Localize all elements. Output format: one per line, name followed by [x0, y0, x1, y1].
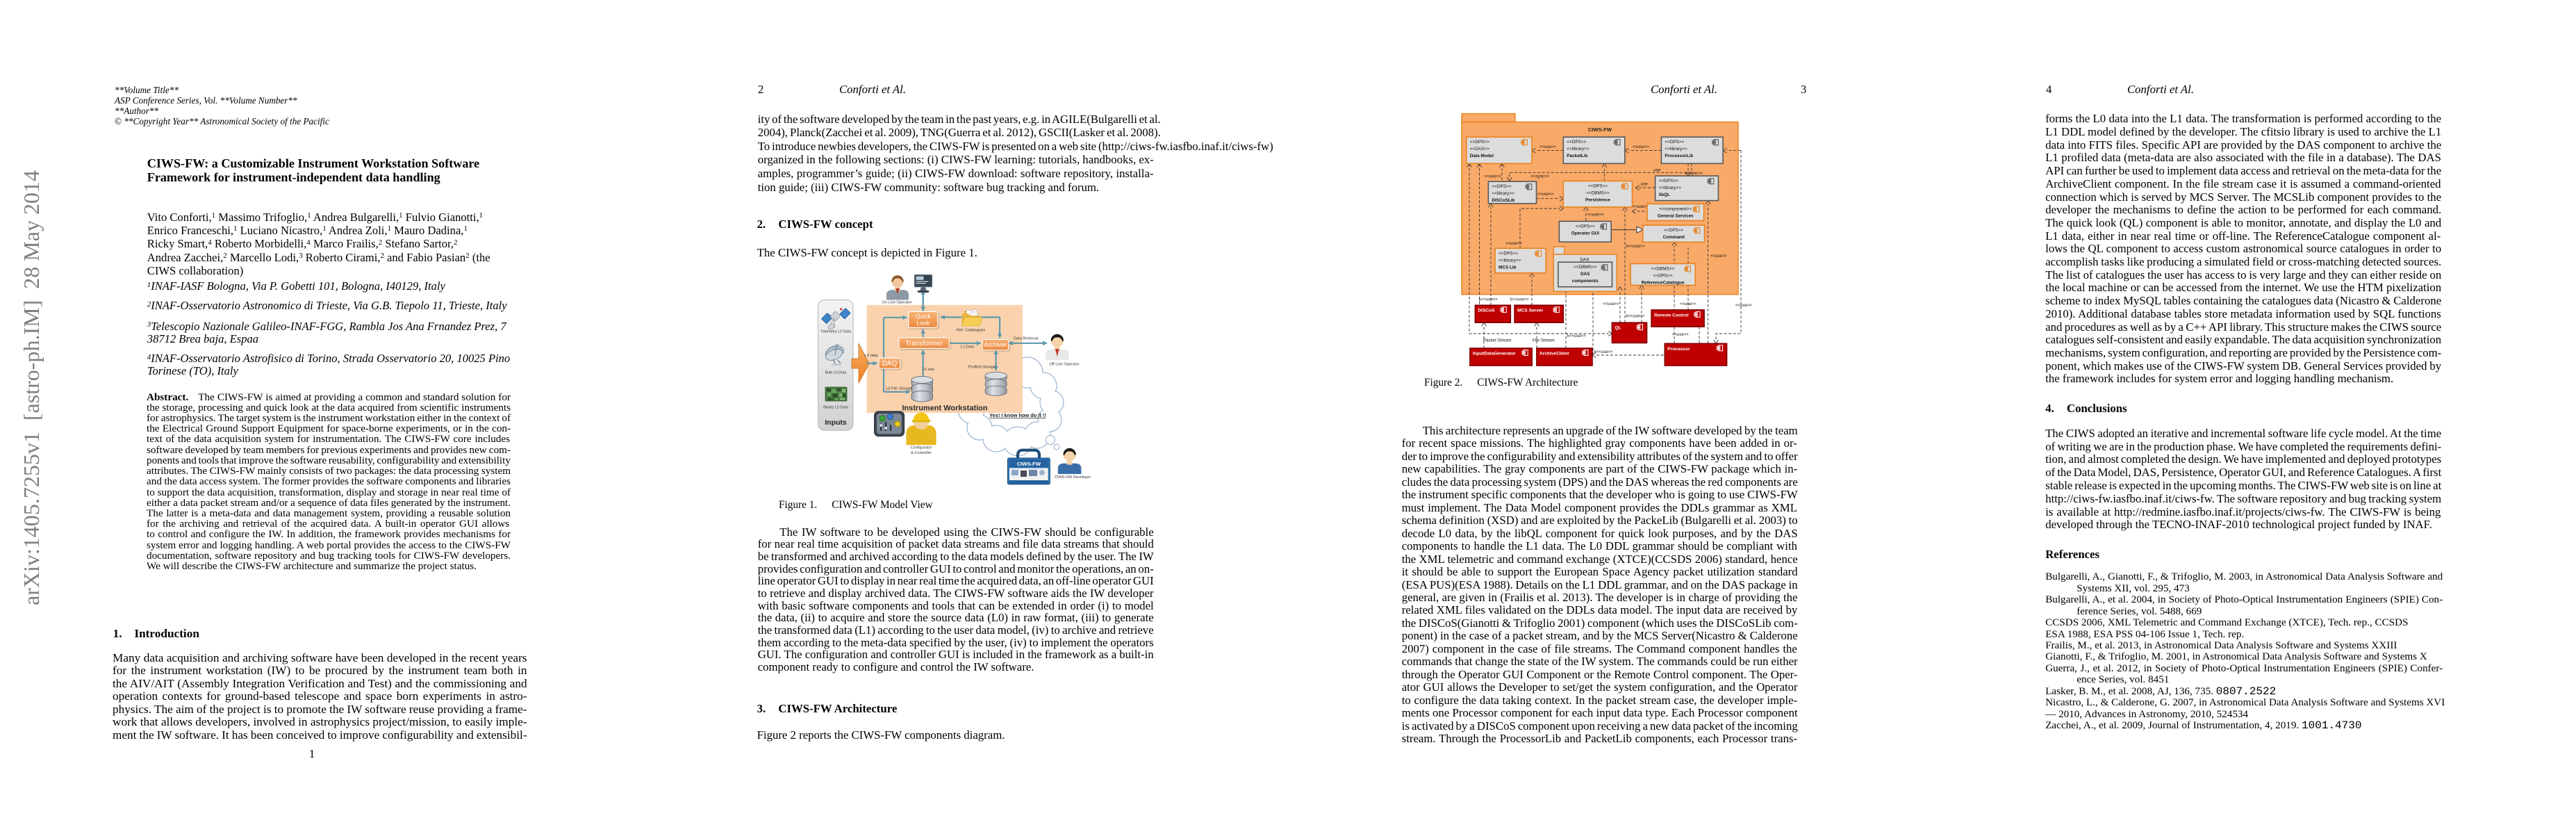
svg-text:Configurator: Configurator — [911, 446, 932, 450]
svg-text:use: use — [1641, 182, 1648, 186]
svg-text:<<DPS>>: <<DPS>> — [1659, 179, 1678, 183]
svg-text:CIWS-FW: CIWS-FW — [1588, 126, 1612, 133]
svg-text:<<use>>: <<use>> — [1539, 145, 1556, 149]
svg-text:<<library>>: <<library>> — [1665, 147, 1687, 152]
svg-text:<<use>>: <<use>> — [1633, 145, 1649, 149]
svg-text:<<DPS>>: <<DPS>> — [1470, 140, 1489, 145]
svg-text:DAS: DAS — [1580, 272, 1590, 277]
svg-text:General Services: General Services — [1658, 213, 1694, 218]
svg-text:ProcessorLib: ProcessorLib — [1665, 154, 1693, 158]
svg-text:<<use>>: <<use>> — [1735, 304, 1752, 308]
svg-text:CIWS-FW: CIWS-FW — [1017, 461, 1041, 467]
svg-text:DAQ: DAQ — [882, 360, 898, 368]
svg-text:<<use>>: <<use>> — [1485, 174, 1501, 179]
svg-text:<<DBMS>>: <<DBMS>> — [1586, 191, 1610, 196]
svg-text:<<DAS>>: <<DAS>> — [1470, 147, 1489, 152]
svg-text:<<DBMS>>: <<DBMS>> — [1574, 265, 1597, 270]
svg-text:Processor: Processor — [1667, 347, 1690, 352]
svg-text:L0 File Storage: L0 File Storage — [886, 386, 912, 391]
svg-text:libQL: libQL — [1659, 193, 1670, 197]
svg-text:<<DPS>>: <<DPS>> — [1664, 228, 1683, 233]
svg-text:<<DPS>>: <<DPS>> — [1665, 140, 1684, 145]
svg-text:Data Retrieval: Data Retrieval — [1014, 336, 1038, 341]
svg-text:<<use>>: <<use>> — [1633, 205, 1649, 209]
svg-text:<<DPS>>: <<DPS>> — [1653, 273, 1673, 278]
svg-text:<<DBMS>>: <<DBMS>> — [1651, 266, 1675, 271]
svg-text:k<<use>>: k<<use>> — [1567, 334, 1586, 338]
svg-text:Transformer: Transformer — [905, 340, 943, 348]
svg-text:<<library>>: <<library>> — [1492, 191, 1514, 196]
svg-text:PacketLib: PacketLib — [1567, 154, 1587, 158]
svg-text:k<<use>>: k<<use>> — [1626, 314, 1645, 318]
svg-text:Data Model: Data Model — [1470, 154, 1494, 158]
svg-text:<<sync>>: <<sync>> — [1685, 172, 1703, 176]
svg-text:k<<use>>: k<<use>> — [1510, 297, 1529, 302]
svg-text:DISCoS: DISCoS — [1478, 309, 1495, 313]
svg-text:<<library>>: <<library>> — [1498, 258, 1521, 263]
svg-text:<<DPS>>: <<DPS>> — [1492, 184, 1511, 189]
svg-text:Remote Control: Remote Control — [1654, 313, 1689, 318]
svg-text:Persistence: Persistence — [1585, 198, 1610, 203]
svg-text:<<sync>>: <<sync>> — [1531, 174, 1550, 179]
svg-text:L0 raw: L0 raw — [923, 368, 935, 372]
svg-text:components: components — [1572, 279, 1599, 284]
svg-text:DISCoSLib: DISCoSLib — [1492, 198, 1514, 203]
svg-text:Operator GUI: Operator GUI — [1571, 231, 1599, 236]
svg-text:<<use>>: <<use>> — [1587, 213, 1604, 218]
svg-text:Profiled storage: Profiled storage — [968, 365, 996, 369]
svg-text:Quick: Quick — [916, 313, 932, 320]
svg-text:ArchiveClient: ArchiveClient — [1539, 352, 1569, 357]
svg-text:k<<use>>: k<<use>> — [1479, 297, 1498, 302]
svg-text:<<use>>: <<use>> — [1603, 302, 1619, 306]
svg-text:File Stream: File Stream — [1533, 338, 1555, 343]
svg-text:Yes! I know how do it !!: Yes! I know how do it !! — [989, 412, 1046, 418]
svg-text:Command: Command — [1663, 235, 1685, 240]
svg-text:<<library>>: <<library>> — [1659, 186, 1682, 190]
svg-text:Look: Look — [916, 320, 930, 327]
svg-text:MCS Lib: MCS Lib — [1498, 265, 1517, 270]
svg-text:DAS: DAS — [1580, 258, 1589, 263]
svg-text:<<DPS>>: <<DPS>> — [1576, 224, 1595, 229]
svg-text:Bulk L0 Data: Bulk L0 Data — [825, 370, 847, 375]
svg-text:<<library>>: <<library>> — [1567, 147, 1590, 152]
svg-text:L1 Data: L1 Data — [960, 345, 974, 350]
svg-text:<<component>>: <<component>> — [1660, 206, 1692, 211]
svg-text:& Controller: & Controller — [911, 451, 932, 455]
svg-text:QL: QL — [1615, 326, 1621, 331]
svg-text:<<use>>: <<use>> — [1505, 242, 1522, 246]
svg-text:L0 data: L0 data — [865, 354, 879, 358]
svg-text:<<DPS>>: <<DPS>> — [1498, 251, 1518, 256]
svg-text:InputDataGenerator: InputDataGenerator — [1473, 352, 1516, 357]
svg-text:Binary L0 Data: Binary L0 Data — [823, 406, 848, 410]
svg-text:k<<use>>: k<<use>> — [1594, 350, 1613, 354]
svg-text:<<DPS>>: <<DPS>> — [1588, 184, 1608, 189]
svg-text:use: use — [1653, 168, 1660, 172]
svg-text:Archiver: Archiver — [984, 341, 1007, 348]
svg-text:Instrument Workstation: Instrument Workstation — [902, 404, 988, 412]
svg-text:ReferenceCatalogue: ReferenceCatalogue — [1642, 280, 1685, 285]
svg-text:<<use>>: <<use>> — [1710, 254, 1727, 259]
svg-text:On Line Operator: On Line Operator — [882, 301, 911, 305]
svg-text:MCS Server: MCS Server — [1517, 309, 1543, 313]
svg-text:CIWS-FW Developer: CIWS-FW Developer — [1055, 475, 1091, 480]
svg-text:Packet Stream: Packet Stream — [1483, 338, 1512, 343]
svg-text:<<DPS>>: <<DPS>> — [1567, 140, 1586, 145]
svg-text:k<<use>>: k<<use>> — [1626, 245, 1645, 249]
svg-text:<<use>>: <<use>> — [1537, 193, 1554, 197]
svg-text:Ref. Catalogues: Ref. Catalogues — [957, 328, 986, 332]
svg-text:Off Line Operator: Off Line Operator — [1049, 363, 1079, 367]
svg-text:Inputs: Inputs — [825, 418, 847, 427]
svg-text:<<use>>: <<use>> — [1672, 333, 1689, 337]
svg-text:Telemetry L0 Data: Telemetry L0 Data — [820, 330, 851, 334]
